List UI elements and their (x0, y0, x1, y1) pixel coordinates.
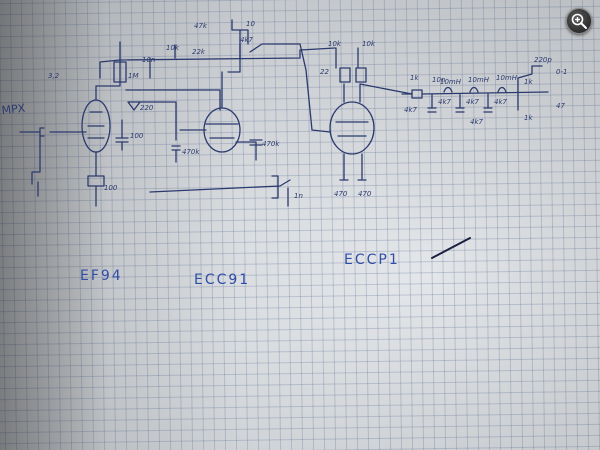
component-label: 100 (104, 184, 118, 192)
component-label: 0-1 (556, 68, 567, 76)
component-label: 470 (334, 190, 348, 198)
component-label: 10k (328, 40, 342, 48)
component-label: 47 (556, 102, 565, 110)
tube-label-eccp1: ECCP1 (344, 252, 400, 268)
component-label: 1k (524, 78, 533, 86)
component-label: 100 (130, 132, 144, 140)
component-label: 470k (262, 140, 280, 148)
component-label: 10n (432, 76, 445, 84)
input-label: MPX (1, 102, 26, 117)
component-label: 4k7 (438, 98, 452, 106)
component-label: 4k7 (470, 118, 484, 126)
component-label: 4k7 (494, 98, 508, 106)
component-label: 4k7 (240, 36, 254, 44)
component-label: 220p (534, 56, 552, 64)
component-label: 470k (182, 148, 200, 156)
component-label: 1k (410, 74, 419, 82)
component-label: 4k7 (404, 106, 418, 114)
tube-label-ecc91: ECC91 (194, 272, 250, 288)
component-label: 22 (320, 68, 329, 76)
component-label: 10mH (468, 76, 490, 84)
component-label: 10n (142, 56, 155, 64)
tube-label-ef94: EF94 (80, 268, 123, 284)
component-label: 10 (246, 20, 255, 28)
component-label: 1M (128, 72, 139, 80)
zoom-in-button[interactable] (566, 8, 592, 34)
component-label: 10mH (440, 78, 462, 86)
component-label: 10mH (496, 74, 518, 82)
component-label: 10k (362, 40, 376, 48)
component-label: 3,2 (48, 72, 60, 80)
component-label: 1k (524, 114, 533, 122)
zoom-in-icon (571, 13, 587, 29)
component-label: 47k (194, 22, 208, 30)
component-label: 4k7 (466, 98, 480, 106)
component-label: 1n (294, 192, 303, 200)
component-label: 10k (166, 44, 180, 52)
component-label: 470 (358, 190, 372, 198)
component-label: 22k (192, 48, 206, 56)
component-label: 220 (140, 104, 154, 112)
